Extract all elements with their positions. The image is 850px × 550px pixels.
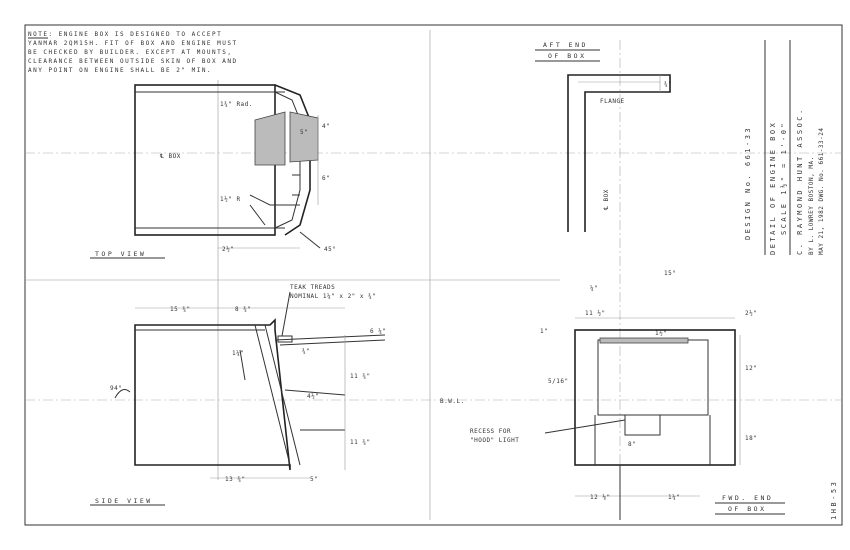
construction-lines xyxy=(25,30,842,520)
drawing-label: BE CHECKED BY BUILDER. EXCEPT AT MOUNTS, xyxy=(28,49,233,56)
side-view: 15 ¾" 8 ¾" 6 ¼" 1¼" ¾" 11 ¾" 4½" 11 ¾" 1… xyxy=(90,284,465,506)
drawing-label: 18" xyxy=(745,435,757,442)
drawing-label: FLANGE xyxy=(600,98,625,105)
drawing-label: DETAIL OF ENGINE BOX xyxy=(769,121,777,255)
drawing-label: 15° xyxy=(664,270,676,277)
drawing-label: OF BOX xyxy=(728,505,766,513)
drawing-label: 5" xyxy=(310,476,318,483)
drawing-label: B.W.L. xyxy=(440,398,465,405)
general-note: NOTE: ENGINE BOX IS DESIGNED TO ACCEPT Y… xyxy=(28,31,238,74)
drawing-label: 2½" xyxy=(222,246,234,253)
drawing-label: YANMAR 2QM15H. FIT OF BOX AND ENGINE MUS… xyxy=(28,40,238,47)
drawing-label: DESIGN No. 661-33 xyxy=(744,126,752,240)
drawing-label: 6 ¼" xyxy=(370,328,386,335)
drawing-label: 4" xyxy=(322,123,330,130)
drawing-label: 45° xyxy=(324,246,336,253)
drawing-label: ℄ BOX xyxy=(159,153,181,160)
drawing-label: 12 ⅛" xyxy=(590,494,611,501)
drawing-label: AFT END xyxy=(543,41,588,49)
drawing-label: 11 ¾" xyxy=(350,373,371,380)
drawing-label: ANY POINT ON ENGINE SHALL BE 2" MIN. xyxy=(28,67,212,74)
sheet-border xyxy=(24,24,843,526)
title-block: DESIGN No. 661-33 DETAIL OF ENGINE BOX S… xyxy=(744,40,825,255)
drawing-label: 11 ¾" xyxy=(350,439,371,446)
drawing-label: 1½" xyxy=(655,330,667,337)
drawing-label: BY L. LOWREY BOSTON, MA. xyxy=(808,156,815,255)
drawing-label: 5" xyxy=(300,129,308,136)
drawing-label: 13 ¾" xyxy=(225,476,246,483)
drawing-label: ¼" xyxy=(590,285,598,292)
drawing-label: TEAK TREADS xyxy=(290,284,335,291)
drawing-label: ¾" xyxy=(664,81,672,88)
sheet-mark: 1HB-53 xyxy=(830,480,838,520)
drawing-label: FWD. END xyxy=(722,494,773,502)
drawing-label: 2½" xyxy=(745,310,757,317)
drawing-label: ℄ BOX xyxy=(603,189,610,211)
drawing-label: CLEARANCE BETWEEN OUTSIDE SKIN OF BOX AN… xyxy=(28,58,238,65)
drawing-label: TOP VIEW xyxy=(95,250,146,258)
drawing-label: 1¼" xyxy=(232,350,244,357)
drawing-label: SCALE 1½" = 1'-0" xyxy=(780,121,788,235)
drawing-label: 5/16" xyxy=(548,378,569,385)
drawing-label: "HOOD" LIGHT xyxy=(470,437,519,444)
drawing-label: 6" xyxy=(322,175,330,182)
drawing-label: 12" xyxy=(745,365,757,372)
aft-end-view: FLANGE ¾" ℄ BOX AFT END OF BOX xyxy=(535,41,672,232)
drawing-label: 94° xyxy=(110,385,122,392)
drawing-label: 8 ¾" xyxy=(235,306,251,313)
drawing-label: 11 ½" xyxy=(585,310,606,317)
drawing-label: 4½" xyxy=(307,393,319,400)
drawing-label: 15 ¾" xyxy=(170,306,191,313)
drawing-label: 1" xyxy=(540,328,548,335)
drawing-label: 1½" R xyxy=(220,196,241,203)
drawing-label: 1¾" Rad. xyxy=(220,101,253,108)
drawing-label: RECESS FOR xyxy=(470,428,511,435)
drawing-label: 8" xyxy=(628,441,636,448)
drawing-label: NOTE: ENGINE BOX IS DESIGNED TO ACCEPT xyxy=(28,31,222,38)
drawing-label: C. RAYMOND HUNT ASSOC. xyxy=(796,107,804,255)
top-view: 1¾" Rad. 5" 4" 6" ℄ BOX 1½" R 2½" 45° TO… xyxy=(90,84,336,259)
drawing-label: OF BOX xyxy=(548,52,586,60)
fwd-end-view: 11 ½" 2½" ¼" 15° 12" 18" 12 ⅛" 1¼" 5/16"… xyxy=(470,270,785,520)
drawing-label: 1¼" xyxy=(668,494,680,501)
drawing-label: SIDE VIEW xyxy=(95,497,153,505)
drawing-label: MAY 21, 1982 DWG. No. 661-33-24 xyxy=(818,128,825,255)
drawing-label: ¾" xyxy=(302,348,310,355)
drawing-label: NOMINAL 1¼" x 2" x ¾" xyxy=(290,293,376,300)
